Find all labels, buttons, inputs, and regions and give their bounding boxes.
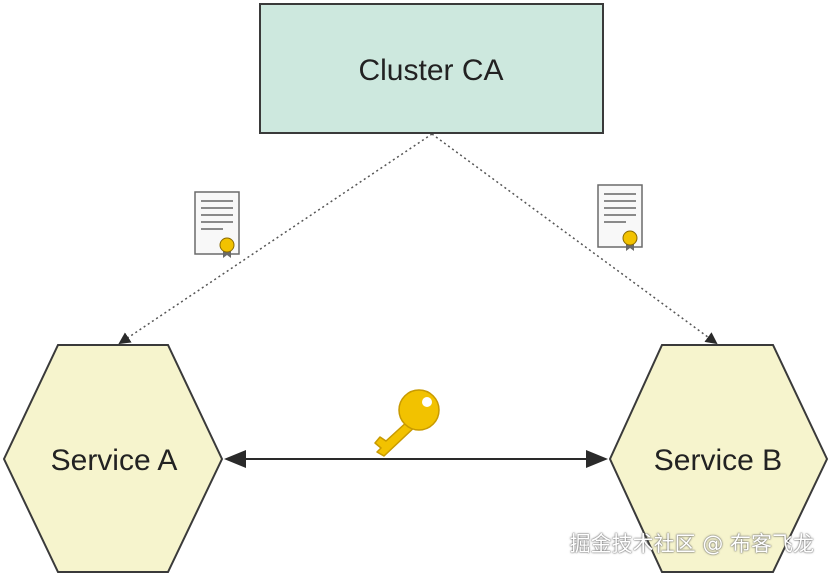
arrowhead-left (224, 450, 246, 468)
cluster-ca-node: Cluster CA (259, 3, 604, 134)
cluster-ca-label: Cluster CA (358, 54, 503, 87)
arrowhead-right (586, 450, 608, 468)
service-b-node: Service B (608, 344, 829, 573)
service-b-label: Service B (654, 444, 782, 477)
service-a-label: Service A (51, 444, 178, 477)
certificate-icon (194, 191, 240, 258)
certificate-icon (597, 184, 643, 251)
key-icon (374, 389, 440, 457)
watermark: 掘金技术社区 @ 布客飞龙 (569, 532, 814, 556)
edge-ca-to-service-b (431, 133, 718, 345)
edge-ca-to-service-a (118, 133, 433, 345)
service-a-node: Service A (2, 344, 224, 573)
